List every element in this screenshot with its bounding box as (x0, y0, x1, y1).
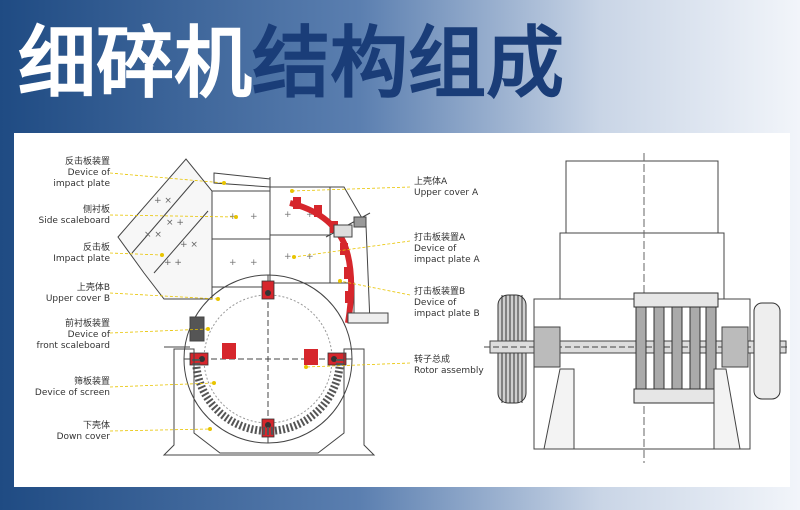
svg-text:+: + (306, 210, 314, 220)
label-impact-plate-a: 打击板装置A Device of impact plate A (414, 233, 480, 265)
label-down-cover: 下壳体 Down cover (56, 421, 110, 442)
label-rotor-assembly: 转子总成 Rotor assembly (414, 355, 484, 376)
label-upper-cover-a: 上壳体A Upper cover A (414, 177, 479, 198)
label-side-scaleboard: 侧衬板 Side scaleboard (38, 205, 110, 226)
flywheel-right (753, 302, 781, 400)
screen-arc (192, 358, 344, 435)
svg-text:× ×: × × (144, 230, 162, 240)
title-part-2: 结构组成 (252, 19, 565, 109)
svg-text:+: + (250, 258, 258, 268)
svg-text:+: + (284, 252, 292, 262)
svg-text:× +: × + (166, 218, 184, 228)
label-impact-plate-b: 打击板装置B Device of impact plate B (414, 287, 480, 319)
svg-text:+ ×: + × (180, 240, 198, 250)
label-upper-cover-b: 上壳体B Upper cover B (45, 283, 110, 304)
label-front-scaleboard: 前衬板装置 Device of front scaleboard (36, 319, 110, 351)
front-view (484, 153, 790, 463)
svg-text:+: + (250, 212, 258, 222)
feed-hopper (117, 158, 213, 300)
diagram-panel: + × × + + × × × + + + + + + + + + + (14, 133, 790, 487)
side-scaleboard: + × × + + × × × + + (144, 196, 198, 268)
title-part-1: 细碎机 (18, 19, 253, 109)
svg-text:+: + (306, 252, 314, 262)
crusher-drawing: + × × + + × × × + + + + + + + + + + (109, 153, 790, 463)
label-device-impact-plate: 反击板装置 Device of impact plate (53, 157, 110, 189)
impact-plate-curve (289, 200, 355, 324)
svg-text:+ +: + + (164, 258, 182, 268)
svg-text:+: + (229, 258, 237, 268)
label-device-screen: 筛板装置 Device of screen (34, 377, 110, 398)
svg-text:+: + (284, 210, 292, 220)
page-title: 细碎机结构组成 (18, 4, 564, 124)
svg-text:+ ×: + × (154, 196, 172, 206)
label-impact-plate: 反击板 Impact plate (53, 243, 110, 264)
front-scaleboard (189, 316, 205, 342)
